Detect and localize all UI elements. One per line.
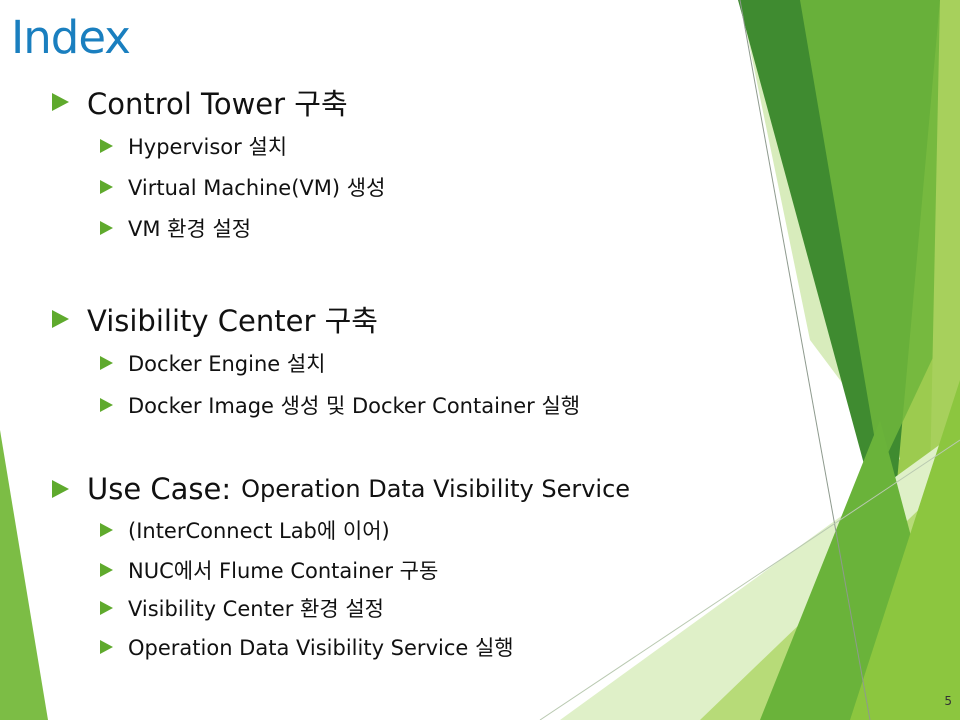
section-heading-visibility-center: Visibility Center 구축 [52,299,378,339]
list-item: Docker Engine 설치 [100,348,326,378]
list-item: Operation Data Visibility Service 실행 [100,632,514,662]
section-heading-control-tower: Control Tower 구축 [52,82,348,122]
list-item-text: Operation Data Visibility Service 실행 [128,636,514,660]
right-mid-green-shape [800,0,960,470]
triangle-bullet-icon [52,480,69,498]
list-item: NUC에서 Flume Container 구동 [100,555,438,585]
left-green-strip [0,430,48,720]
list-item-text: VM 환경 설정 [128,217,252,241]
section-heading-subtext: Operation Data Visibility Service [241,475,631,503]
triangle-bullet-icon [52,310,69,328]
triangle-bullet-icon [100,221,113,235]
thin-diagonal-line-1 [739,0,871,720]
section-heading-text: Visibility Center 구축 [87,304,378,338]
triangle-bullet-icon [100,398,113,412]
triangle-bullet-icon [52,93,69,111]
list-item: Visibility Center 환경 설정 [100,593,384,623]
page-number: 5 [944,694,952,708]
slide-title: Index [11,11,131,64]
list-item-text: (InterConnect Lab에 이어) [128,519,390,543]
thin-diagonal-line-2 [539,439,960,720]
list-item: Virtual Machine(VM) 생성 [100,172,385,202]
triangle-bullet-icon [100,139,113,153]
triangle-bullet-icon [100,601,113,615]
section-heading-text: Use Case: [87,472,232,506]
list-item: Hypervisor 설치 [100,131,287,161]
list-item: VM 환경 설정 [100,213,251,243]
list-item-text: Virtual Machine(VM) 생성 [128,176,386,200]
triangle-bullet-icon [100,180,113,194]
list-item-text: Docker Image 생성 및 Docker Container 실행 [128,394,581,418]
section-heading-use-case: Use Case: Operation Data Visibility Serv… [52,469,630,509]
list-item: Docker Image 생성 및 Docker Container 실행 [100,390,580,420]
bottom-bright-green-shape [850,380,960,720]
triangle-bullet-icon [100,356,113,370]
list-item-text: Visibility Center 환경 설정 [128,597,384,621]
list-item: (InterConnect Lab에 이어) [100,515,390,545]
list-item-text: Hypervisor 설치 [128,135,288,159]
section-heading-text: Control Tower 구축 [87,87,348,121]
list-item-text: Docker Engine 설치 [128,352,326,376]
triangle-bullet-icon [100,563,113,577]
triangle-bullet-icon [100,640,113,654]
triangle-bullet-icon [100,523,113,537]
list-item-text: NUC에서 Flume Container 구동 [128,559,439,583]
